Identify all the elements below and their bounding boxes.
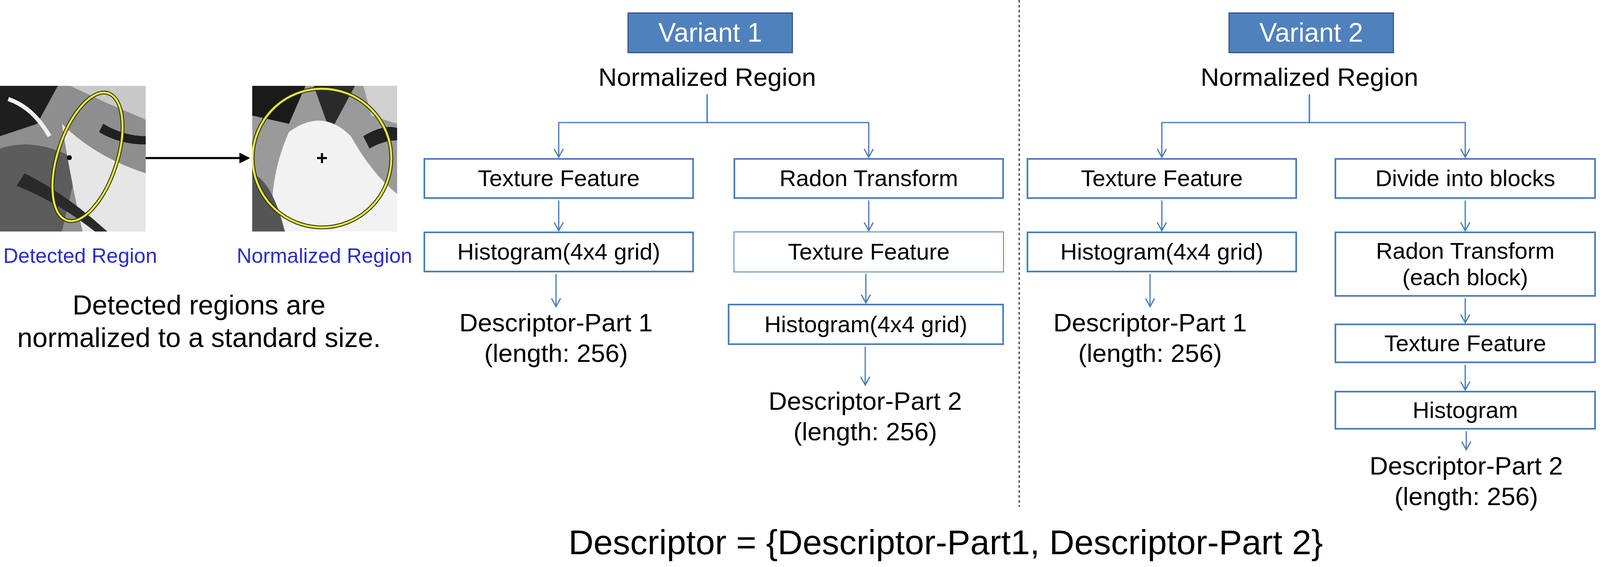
- output-label: Descriptor-Part 1 (length: 256): [440, 307, 672, 370]
- process-box: Texture Feature: [1026, 158, 1298, 199]
- node-text: Descriptor-Part 1 (length: 256): [1034, 307, 1266, 370]
- flow-arrow: [1461, 431, 1471, 450]
- flow-arrow: [861, 274, 871, 303]
- node-text: Descriptor-Part 2 (length: 256): [1351, 450, 1582, 513]
- node-text: Normalized Region: [1200, 61, 1418, 93]
- note-text: Detected regions are normalized to a sta…: [15, 288, 384, 355]
- flow-arrow: [1145, 274, 1155, 307]
- flow-arrow: [707, 94, 874, 158]
- flow-arrow: [1460, 298, 1470, 323]
- image-label: Detected Region: [3, 243, 157, 269]
- process-box: Divide into blocks: [1334, 158, 1596, 199]
- flow-arrow: [554, 200, 564, 231]
- node-text: Texture Feature: [1384, 330, 1546, 357]
- node-text: Texture Feature: [477, 165, 640, 192]
- process-box: Histogram: [1334, 390, 1596, 430]
- flow-arrow: [1157, 200, 1167, 231]
- flow-arrow: [1157, 94, 1310, 158]
- process-box: Histogram(4x4 grid): [423, 231, 694, 273]
- normalize-arrow: [145, 152, 251, 164]
- process-box: Radon Transform (each block): [1334, 231, 1596, 297]
- flow-arrow: [860, 346, 870, 386]
- image-label: Normalized Region: [236, 243, 412, 269]
- flow-arrow: [1460, 364, 1470, 391]
- flow-arrow: [1309, 94, 1470, 158]
- node-text: Descriptor-Part 1 (length: 256): [440, 307, 672, 370]
- flow-arrow: [1460, 200, 1470, 231]
- node-text: Histogram: [1412, 397, 1518, 424]
- node-text: Radon Transform: [779, 165, 959, 192]
- node-text: Texture Feature: [787, 238, 950, 266]
- detected-region-image: [0, 85, 146, 232]
- process-box: Histogram(4x4 grid): [727, 303, 1004, 346]
- node-text: Radon Transform (each block): [1367, 237, 1564, 292]
- input-label: Normalized Region: [1200, 61, 1418, 93]
- normalized-region-image: [252, 85, 398, 232]
- input-label: Normalized Region: [598, 61, 816, 93]
- node-text: Descriptor-Part 2 (length: 256): [750, 385, 981, 448]
- output-label: Descriptor-Part 2 (length: 256): [750, 385, 981, 448]
- flow-arrow: [864, 200, 874, 231]
- node-text: Variant 1: [658, 17, 763, 49]
- variant-title: Variant 2: [1228, 12, 1395, 54]
- node-text: Histogram(4x4 grid): [1060, 238, 1264, 266]
- node-text: Histogram(4x4 grid): [457, 238, 661, 266]
- process-box: Texture Feature: [1334, 323, 1596, 364]
- variant-title: Variant 1: [627, 12, 793, 54]
- output-label: Descriptor-Part 2 (length: 256): [1351, 450, 1582, 513]
- node-text: Divide into blocks: [1375, 165, 1556, 192]
- process-box: Radon Transform: [733, 158, 1004, 199]
- flow-arrow: [554, 94, 708, 158]
- node-text: Texture Feature: [1080, 165, 1243, 192]
- node-text: Variant 2: [1259, 17, 1364, 49]
- caption: Descriptor = {Descriptor-Part1, Descript…: [568, 523, 1324, 562]
- process-box: Texture Feature: [423, 158, 694, 199]
- process-box: Histogram(4x4 grid): [1026, 231, 1298, 273]
- output-label: Descriptor-Part 1 (length: 256): [1034, 307, 1266, 370]
- flow-arrow: [551, 274, 561, 307]
- node-text: Normalized Region: [598, 61, 816, 93]
- process-box: Texture Feature: [733, 231, 1004, 273]
- divider-line: [1018, 0, 1021, 507]
- node-text: Histogram(4x4 grid): [764, 311, 968, 338]
